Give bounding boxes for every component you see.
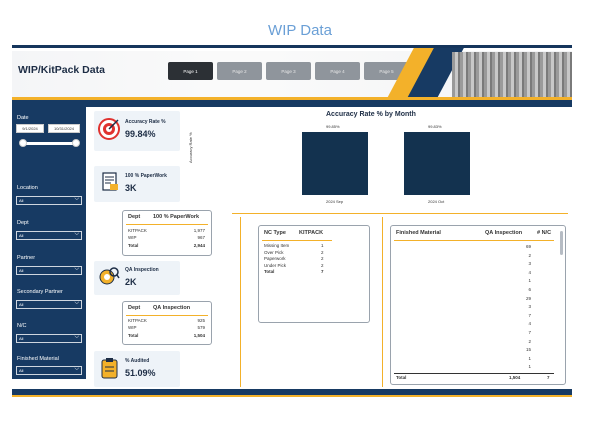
chevron-down-icon: ⌵ [74, 300, 79, 306]
partner-dropdown[interactable]: All⌵ [16, 266, 82, 275]
fm-qa-cell: 3 [528, 304, 531, 310]
date-range-slider[interactable] [19, 139, 80, 147]
fm-qa-cell: 1 [528, 278, 531, 284]
chart-data-label: 99.83% [428, 124, 442, 129]
chart-data-label: 99.85% [326, 124, 340, 129]
chevron-down-icon: ⌵ [74, 231, 79, 237]
table-scrollbar[interactable] [560, 231, 563, 255]
qa-value: 2K [125, 277, 137, 287]
header-band: WIP/KitPack Data Page 1 Page 2 Page 3 Pa… [12, 45, 572, 100]
chart-bar[interactable] [404, 132, 470, 195]
paperwork-title: 100 % PaperWork [125, 173, 167, 179]
chevron-down-icon: ⌵ [74, 196, 79, 202]
partner-label: Partner [17, 255, 36, 261]
secondary-partner-dropdown[interactable]: All⌵ [16, 300, 82, 309]
qa-table: Dept QA Inspection KITPACK 925 WIP 579 T… [122, 301, 212, 345]
chart-y-axis-label: Accuracy Rate % [188, 132, 193, 163]
finished-material-table: Finished Material QA Inspection # N/C 69… [390, 225, 566, 385]
audited-value: 51.09% [125, 368, 156, 378]
fm-qa-cell: 4 [528, 269, 531, 275]
nc-type-cell: Over Pick [264, 249, 284, 255]
fm-qa-cell: 7 [528, 312, 531, 318]
target-icon [98, 118, 120, 140]
fm-qa-cell: 1 [528, 355, 531, 361]
date-label: Date [17, 115, 29, 121]
page-navigation: Page 1 Page 2 Page 3 Page 4 Page 5 [168, 62, 409, 80]
date-start-input[interactable]: 9/1/2024 [16, 124, 44, 133]
fm-qa-cell: 2 [528, 338, 531, 344]
fm-qa-cell: 15 [525, 347, 531, 353]
chart-category-label: 2024 Sep [326, 199, 344, 204]
accuracy-title: Accuracy Rate % [125, 119, 166, 125]
nc-dropdown[interactable]: All⌵ [16, 334, 82, 343]
nc-type-cell: Under Pick [264, 262, 287, 268]
page-2-button[interactable]: Page 2 [217, 62, 262, 80]
paperwork-table: Dept 100 % PaperWork KITPACK 1,977 WIP 9… [122, 210, 212, 256]
secondary-partner-label: Secondary Partner [17, 289, 63, 295]
qa-title: QA Inspection [125, 267, 159, 273]
dept-dropdown[interactable]: All⌵ [16, 231, 82, 240]
chevron-down-icon: ⌵ [74, 334, 79, 340]
chart-bar[interactable] [302, 132, 368, 195]
page-1-button[interactable]: Page 1 [168, 62, 213, 80]
fm-qa-cell: 69 [525, 244, 531, 249]
nc-type-cell: Total [264, 269, 275, 274]
date-slider-end-handle[interactable] [72, 139, 80, 147]
audit-clipboard-icon [101, 358, 118, 379]
report-canvas: WIP/KitPack Data Page 1 Page 2 Page 3 Pa… [12, 45, 572, 407]
report-caption: WIP Data [268, 22, 332, 39]
chevron-down-icon: ⌵ [74, 366, 79, 372]
paperwork-icon [102, 172, 118, 191]
accuracy-value: 99.84% [125, 129, 156, 139]
chart-title: Accuracy Rate % by Month [326, 111, 416, 118]
fm-qa-cell: 7 [528, 330, 531, 335]
chevron-down-icon: ⌵ [74, 266, 79, 272]
finished-material-label: Finished Material [17, 356, 59, 362]
nc-count-cell: 2 [321, 262, 324, 268]
nc-count-cell: 2 [321, 256, 324, 261]
report-title: WIP/KitPack Data [18, 64, 105, 76]
audited-title: % Audited [125, 358, 150, 364]
location-dropdown[interactable]: All⌵ [16, 196, 82, 205]
fm-qa-cell: 3 [528, 261, 531, 267]
fm-qa-cell: 29 [525, 295, 531, 301]
page-4-button[interactable]: Page 4 [315, 62, 360, 80]
location-label: Location [17, 185, 38, 191]
page-3-button[interactable]: Page 3 [266, 62, 311, 80]
nc-label: N/C [17, 323, 27, 329]
fm-total-label: Total [396, 375, 407, 380]
fm-qa-cell: 2 [528, 252, 531, 258]
fm-qa-cell: 6 [528, 287, 531, 292]
qa-inspection-icon [99, 267, 120, 285]
nc-type-cell: Missing Item [264, 243, 290, 248]
fm-qa-cell: 1 [528, 364, 531, 370]
paperwork-value: 3K [125, 183, 137, 193]
nc-count-cell: 2 [321, 249, 324, 255]
nc-type-cell: Paperwork [264, 256, 286, 261]
date-end-input[interactable]: 10/31/2024 [48, 124, 80, 133]
fm-qa-cell: 4 [528, 321, 531, 327]
nc-count-cell: 1 [321, 243, 324, 248]
date-slider-start-handle[interactable] [19, 139, 27, 147]
fm-total-qa: 1,504 [509, 375, 521, 380]
warehouse-image [452, 52, 572, 98]
chart-category-label: 2024 Oct [428, 199, 445, 204]
nc-count-cell: 7 [321, 269, 324, 274]
finished-material-dropdown[interactable]: All⌵ [16, 366, 82, 375]
filter-sidebar: Date [12, 107, 86, 379]
fm-total-nc: 7 [547, 375, 550, 380]
dept-label: Dept [17, 220, 29, 226]
